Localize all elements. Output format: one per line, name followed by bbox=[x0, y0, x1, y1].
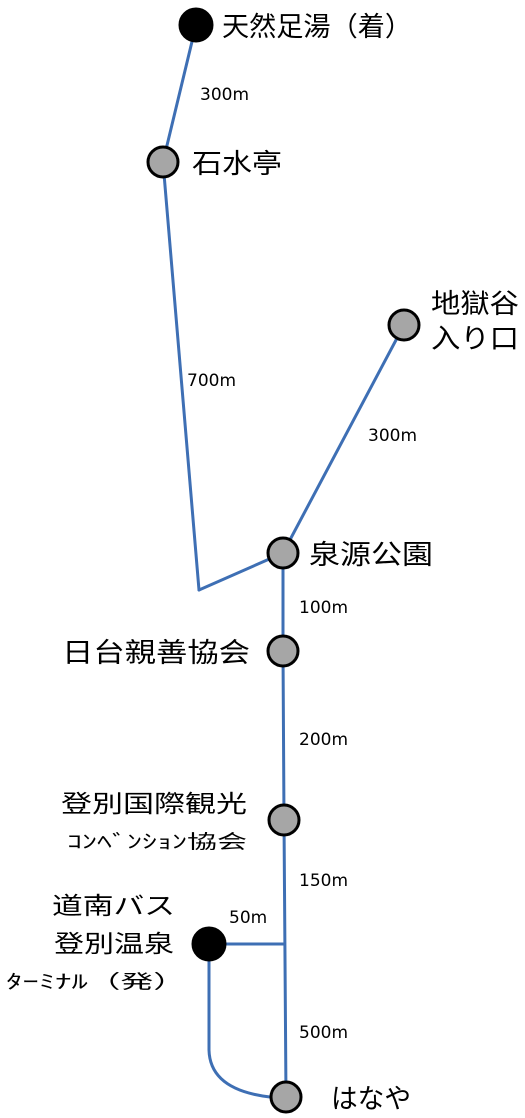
distance-ashiyu-to-sekisuitei: 300m bbox=[200, 85, 249, 105]
station-label-hanaya: はなや bbox=[331, 1084, 411, 1115]
distance-branch-to-hanaya: 500m bbox=[299, 1023, 348, 1043]
distance-kokusai-to-branch: 150m bbox=[299, 871, 348, 891]
station-marker-hanaya[interactable] bbox=[269, 1080, 303, 1114]
distance-sengen-to-nittai: 100m bbox=[299, 598, 348, 618]
station-marker-tennen-ashiyu[interactable] bbox=[178, 7, 214, 43]
station-marker-sekisuitei[interactable] bbox=[146, 145, 180, 179]
station-label-kokusai-kanko-line2: ｺﾝﾍﾞﾝｼｮﾝ協会 bbox=[67, 831, 247, 853]
station-label-jigokudani-line1: 地獄谷 bbox=[431, 289, 519, 320]
station-label-sekisuitei: 石水亭 bbox=[192, 149, 282, 180]
route-sekisuitei-to-junction bbox=[161, 160, 201, 592]
station-markers bbox=[146, 7, 421, 1114]
station-labels: 天然足湯（着） 石水亭 地獄谷 入り口 泉源公園 日台親善協会 登別国際観光 ｺ… bbox=[6, 12, 519, 1115]
station-label-bus-terminal-line3: ﾀｰﾐﾅﾙ（発） bbox=[6, 971, 186, 993]
station-marker-jigokudani[interactable] bbox=[387, 308, 421, 342]
station-label-kokusai-kanko-line1: 登別国際観光 bbox=[61, 790, 247, 818]
station-label-nittai-shinzen: 日台親善協会 bbox=[62, 638, 250, 669]
station-label-sengen-koen: 泉源公園 bbox=[309, 540, 433, 571]
distance-nittai-to-kokusai: 200m bbox=[299, 730, 348, 750]
station-marker-nittai-shinzen[interactable] bbox=[266, 634, 300, 668]
station-label-bus-terminal-line2: 登別温泉 bbox=[54, 930, 174, 958]
station-label-tennen-ashiyu: 天然足湯（着） bbox=[222, 12, 412, 43]
station-label-jigokudani-line2: 入り口 bbox=[431, 324, 519, 355]
distance-labels: 300m 700m 300m 100m 200m 150m 50m 500m bbox=[187, 85, 417, 1043]
station-marker-sengen-koen[interactable] bbox=[266, 536, 300, 570]
route-jigokudani-to-sengen bbox=[281, 323, 406, 555]
distance-sekisuitei-to-junction: 700m bbox=[187, 371, 236, 391]
station-marker-kokusai-kanko[interactable] bbox=[267, 803, 301, 837]
route-sengen-to-hanaya-trunk bbox=[281, 551, 288, 1099]
station-label-bus-terminal-line1: 道南バス bbox=[52, 892, 175, 920]
route-terminal-to-hanaya bbox=[207, 942, 288, 1099]
distance-jigokudani-to-sengen: 300m bbox=[368, 426, 417, 446]
station-marker-bus-terminal[interactable] bbox=[191, 926, 227, 962]
route-ashiyu-to-sekisuitei bbox=[161, 23, 198, 164]
distance-terminal-to-branch: 50m bbox=[229, 908, 267, 928]
